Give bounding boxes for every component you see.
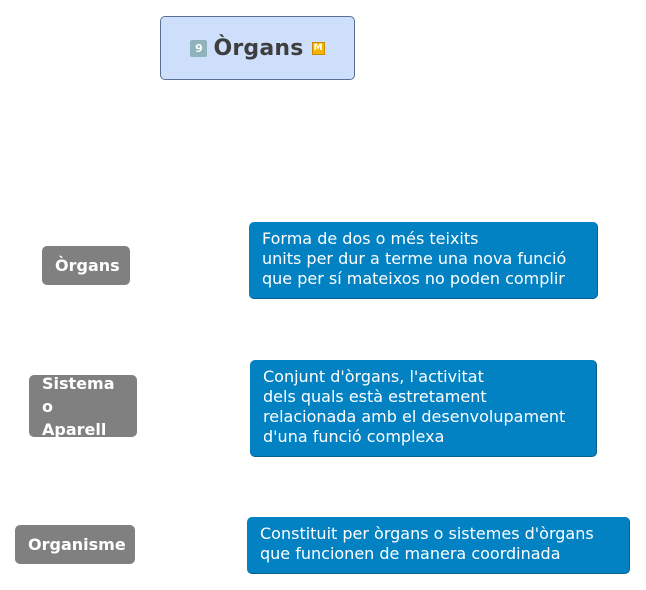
definition-node-organisme[interactable]: Constituit per òrgans o sistemes d'òrgan…	[247, 517, 630, 574]
concept-node-organisme[interactable]: Organisme	[15, 525, 135, 564]
marker-m-icon: M	[311, 41, 325, 55]
concept-node-sistema[interactable]: Sistema o Aparell	[29, 374, 137, 439]
number-badge-icon: 9	[190, 39, 208, 57]
central-topic-title: Òrgans	[213, 35, 304, 61]
definition-node-sistema[interactable]: Conjunt d'òrgans, l'activitat dels quals…	[250, 360, 597, 457]
definition-node-organs[interactable]: Forma de dos o més teixits units per dur…	[249, 222, 598, 299]
central-topic[interactable]: 9 Òrgans M	[160, 16, 355, 80]
concept-node-organs[interactable]: Òrgans	[42, 246, 130, 285]
